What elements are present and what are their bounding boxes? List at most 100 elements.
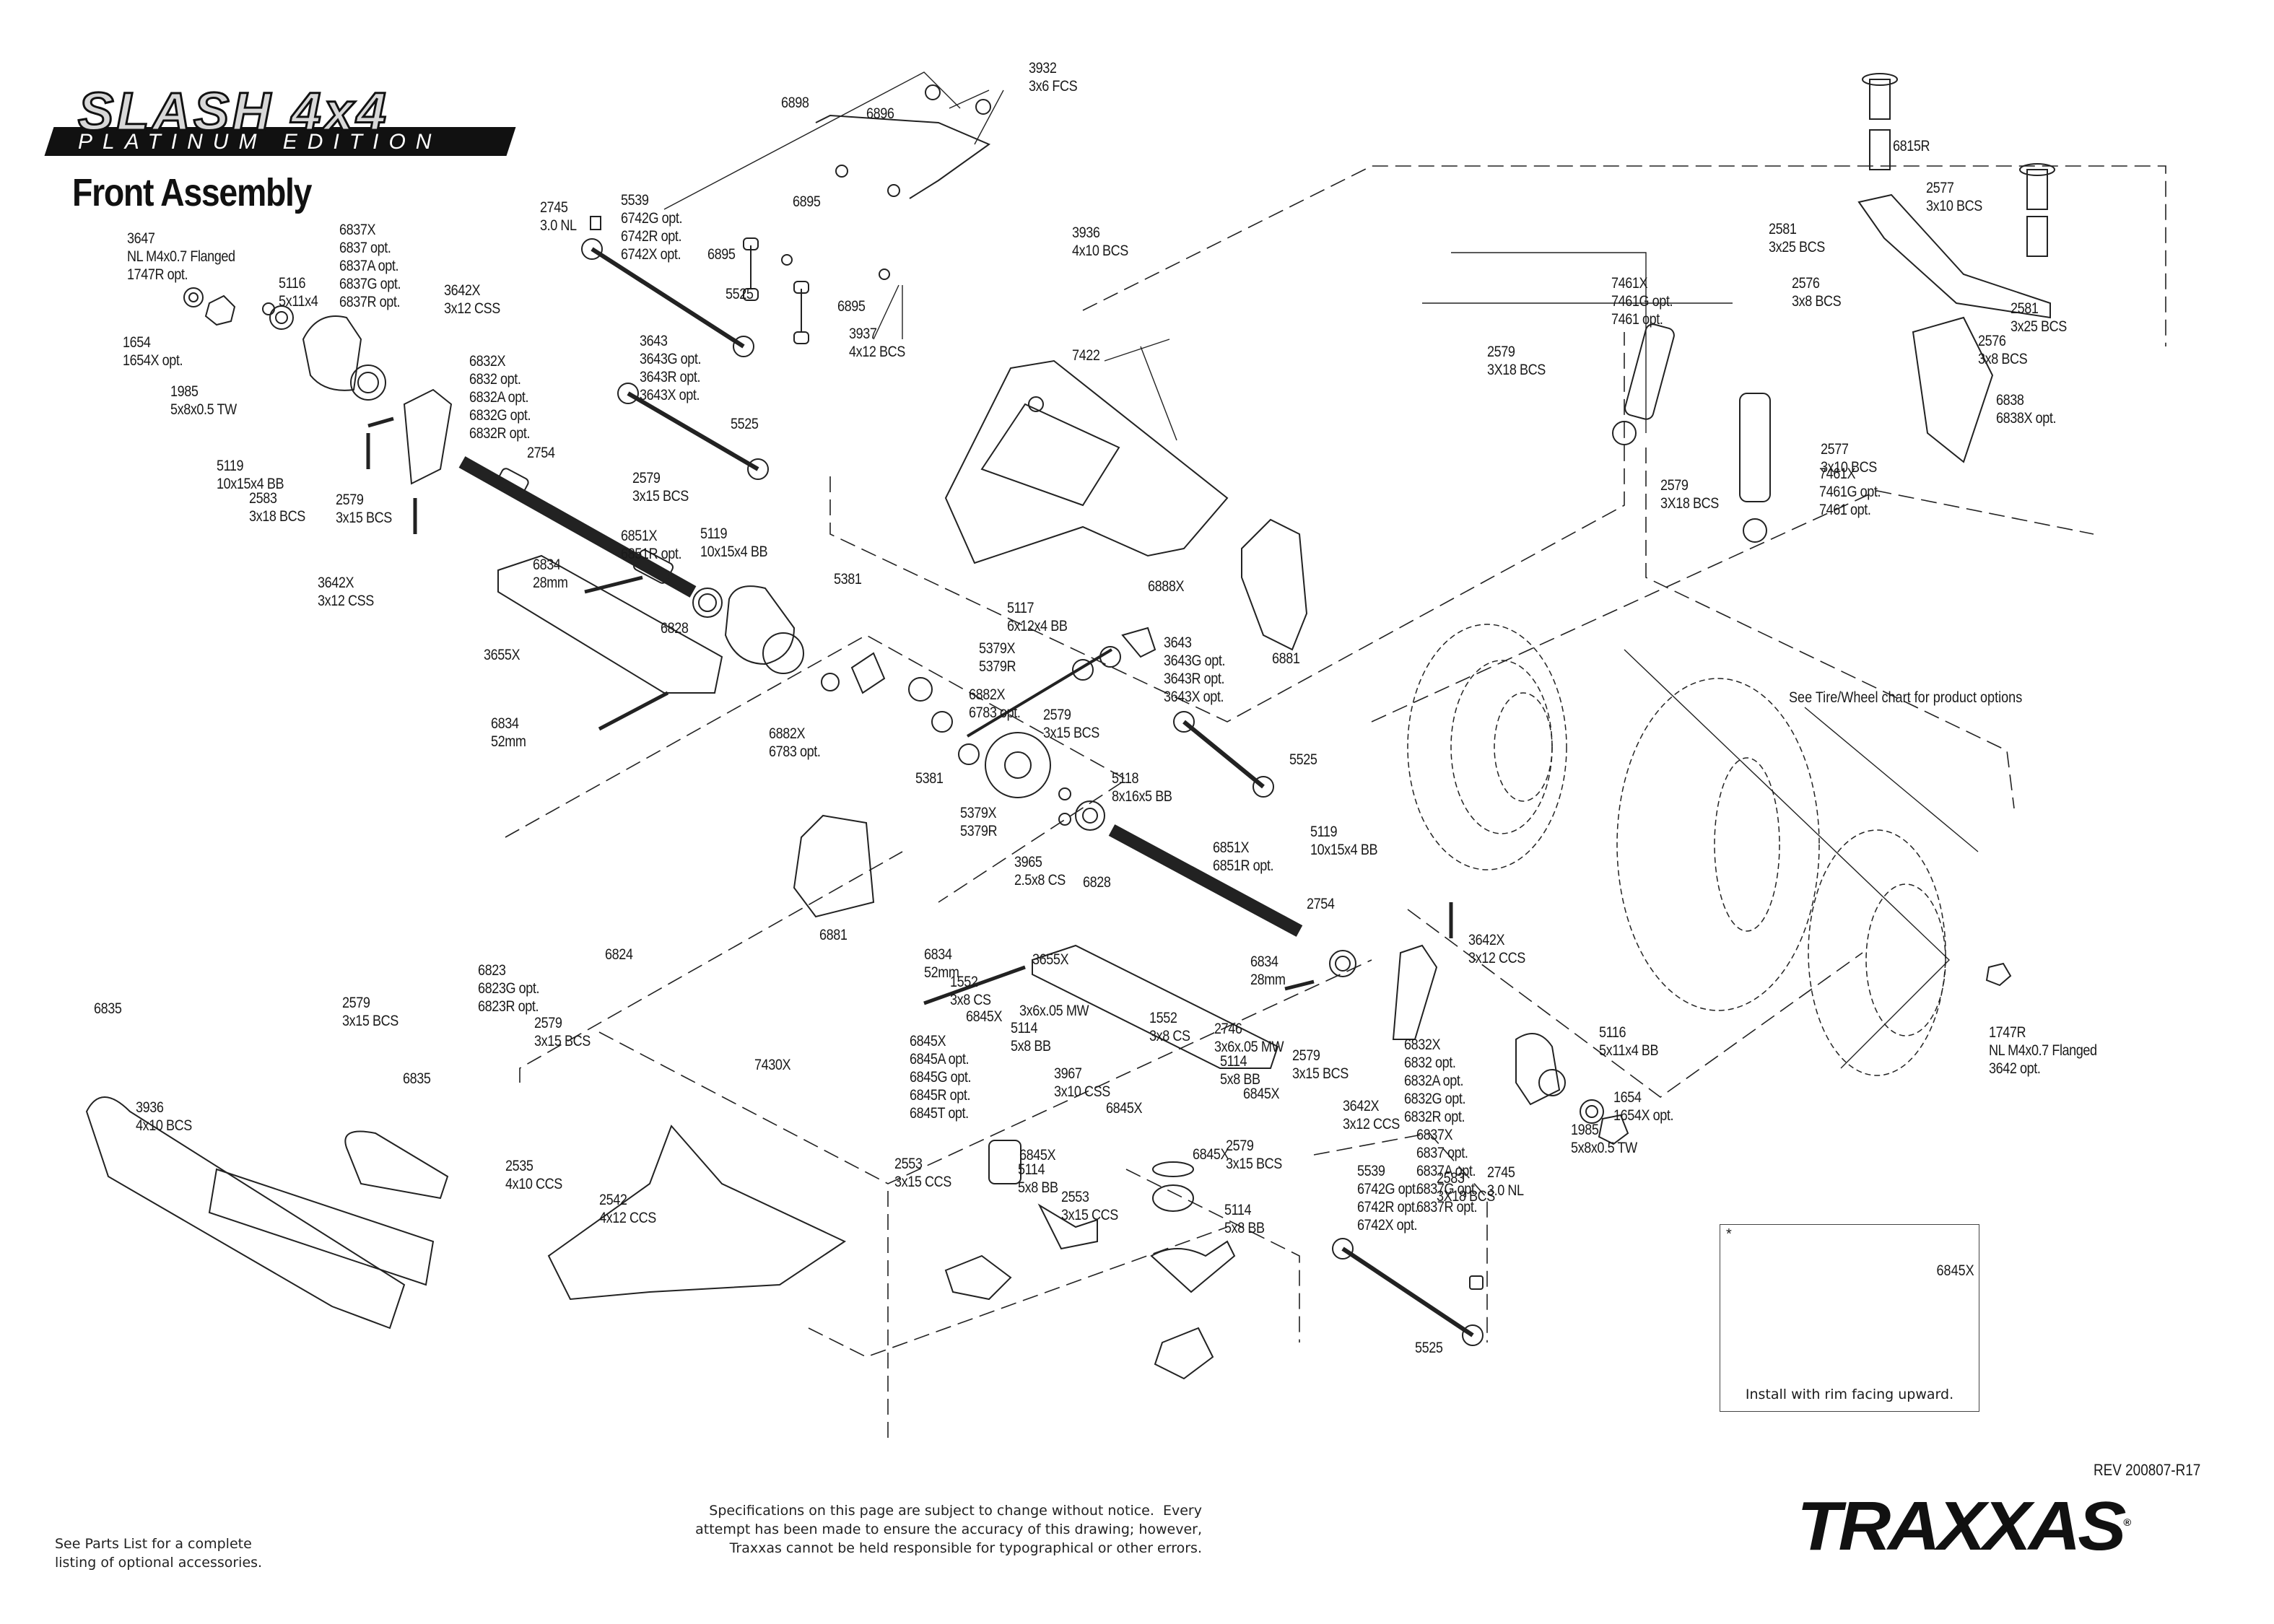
part-callout: 6845X (1243, 1085, 1280, 1103)
part-number: 3x6x.05 MW (1019, 1003, 1089, 1019)
part-callout: 6824 (605, 946, 633, 964)
part-callout: 3655X (1032, 951, 1069, 969)
part-callout: 5381 (915, 769, 944, 787)
part-number: 6845X (1193, 1146, 1229, 1163)
parts-list-note: See Parts List for a complete listing of… (55, 1536, 263, 1571)
part-number: 6834 (533, 556, 561, 573)
part-number: 2579 (1660, 477, 1689, 494)
part-number: 7461X (1611, 275, 1648, 292)
part-spec: 5379R (979, 658, 1016, 675)
part-number: 1654 (1613, 1089, 1642, 1106)
part-spec: 6742X opt. (1357, 1217, 1418, 1234)
part-number: 1985 (1571, 1122, 1599, 1138)
gearbox-6881-lower (793, 814, 875, 918)
part-spec: 3643R opt. (1164, 671, 1225, 687)
part-spec: 3643X opt. (1164, 689, 1224, 705)
part-number: 6845X (1019, 1147, 1056, 1164)
part-number: 1654 (123, 334, 151, 351)
part-spec: 6837A opt. (339, 258, 399, 274)
leader-lines (663, 71, 1979, 1069)
knuckle-left (183, 287, 453, 534)
part-number: 2553 (1061, 1189, 1089, 1205)
part-number: 2576 (1978, 333, 2006, 349)
part-spec: 3x8 CS (1149, 1028, 1190, 1044)
part-spec: 7461 opt. (1611, 311, 1663, 328)
part-spec: 6742R opt. (1357, 1199, 1419, 1215)
part-number: 7422 (1072, 347, 1100, 364)
part-spec: 3.0 NL (1487, 1182, 1524, 1199)
part-number: 6834 (1250, 953, 1278, 970)
part-callout: 6828 (661, 619, 689, 637)
part-number: 6895 (707, 246, 736, 263)
part-number: 1985 (170, 383, 199, 400)
part-spec: 6837R opt. (1416, 1199, 1478, 1215)
part-number: 6823 (478, 962, 506, 979)
part-number: 3655X (1032, 951, 1069, 968)
part-spec: 10x15x4 BB (217, 476, 284, 492)
part-number: 5119 (700, 525, 728, 542)
tire-wheel-note: See Tire/Wheel chart for product options (1789, 689, 2023, 706)
inset-caption: Install with rim facing upward. (1745, 1387, 1954, 1402)
part-number: 5525 (1415, 1340, 1443, 1356)
part-number: 5119 (1310, 824, 1338, 840)
part-callout: 6835 (403, 1070, 431, 1088)
part-spec: 5x8 BB (1224, 1220, 1265, 1236)
part-number: 6834 (491, 715, 519, 732)
part-number: 6895 (837, 298, 866, 315)
part-number: 5116 (1599, 1024, 1626, 1041)
part-spec: 4x10 CCS (505, 1176, 562, 1192)
part-spec: 6845T opt. (910, 1105, 969, 1122)
part-spec: 3643R opt. (640, 369, 701, 385)
part-spec: 6742X opt. (621, 246, 681, 263)
part-callout: 5119 10x15x4 BB (1310, 823, 1378, 859)
part-spec: 3x15 CCS (894, 1174, 951, 1190)
part-number: 2745 (1487, 1164, 1515, 1181)
part-spec: 4x10 BCS (136, 1117, 192, 1134)
part-number: 3932 (1029, 60, 1057, 77)
part-spec: NL M4x0.7 Flanged (1989, 1042, 2097, 1059)
part-number: 3965 (1014, 854, 1042, 870)
part-number: 6835 (403, 1070, 431, 1087)
part-callout: 6896 (866, 105, 894, 123)
part-spec: 3x15 BCS (632, 488, 689, 505)
chassis-7422 (944, 359, 1229, 564)
part-number: 5114 (1224, 1202, 1252, 1218)
part-number: 2581 (2011, 300, 2039, 317)
part-spec: 5x8 BB (1220, 1071, 1260, 1088)
part-spec: 28mm (533, 575, 568, 591)
part-spec: 6823R opt. (478, 998, 539, 1015)
part-spec: 4x10 BCS (1072, 243, 1128, 259)
assembly-guide-lines (505, 165, 2166, 1444)
brand-text: TRAXXAS (1797, 1488, 2126, 1565)
part-callout: 6845X (1193, 1145, 1229, 1164)
shock-tower (1857, 73, 2055, 463)
part-spec: 52mm (491, 733, 526, 750)
part-callout: 2754 (1307, 895, 1335, 913)
part-spec: 6742R opt. (621, 228, 682, 245)
part-spec: 10x15x4 BB (1310, 842, 1378, 858)
part-spec: 1654X opt. (123, 352, 183, 369)
part-callout: 6895 (837, 297, 866, 315)
part-number: 5539 (621, 192, 649, 209)
